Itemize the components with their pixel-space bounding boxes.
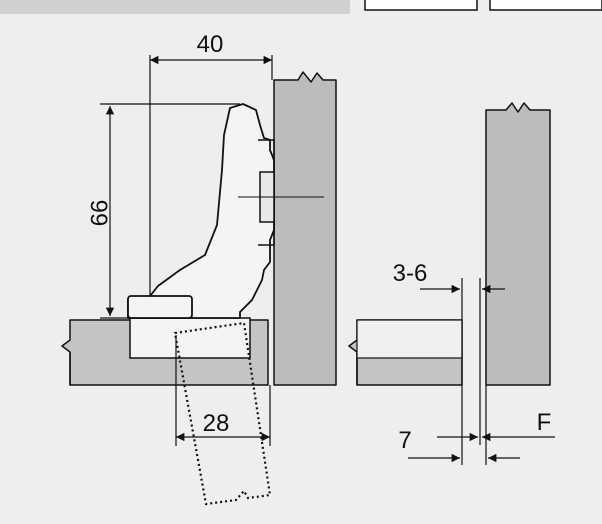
dim-label-F: F: [537, 409, 552, 436]
top-strip: [0, 0, 602, 14]
dim-overlay-f: F: [482, 409, 555, 442]
hinge-cup: [129, 317, 251, 359]
dim-label-7: 7: [398, 427, 411, 454]
dim-label-3-6: 3-6: [393, 260, 428, 287]
cup-swing-dotted-outline: [173, 321, 272, 506]
dim-label-28: 28: [203, 410, 230, 437]
top-box-left: [364, 0, 478, 11]
hinge-arm: [127, 103, 324, 319]
cabinet-side-panel-left: [273, 71, 337, 386]
dim-overlay-width: 40: [149, 31, 273, 297]
dim-height: 66: [86, 103, 240, 319]
dim-boring-distance: 7: [398, 427, 520, 463]
dim-cup-diameter: 28: [175, 335, 271, 446]
dim-label-66: 66: [86, 200, 113, 227]
cabinet-side-panel-right: [485, 102, 551, 386]
top-box-right: [489, 0, 602, 11]
dim-label-40: 40: [197, 31, 224, 58]
door-panel-right: [348, 319, 463, 386]
dim-gap: 3-6: [393, 260, 505, 465]
